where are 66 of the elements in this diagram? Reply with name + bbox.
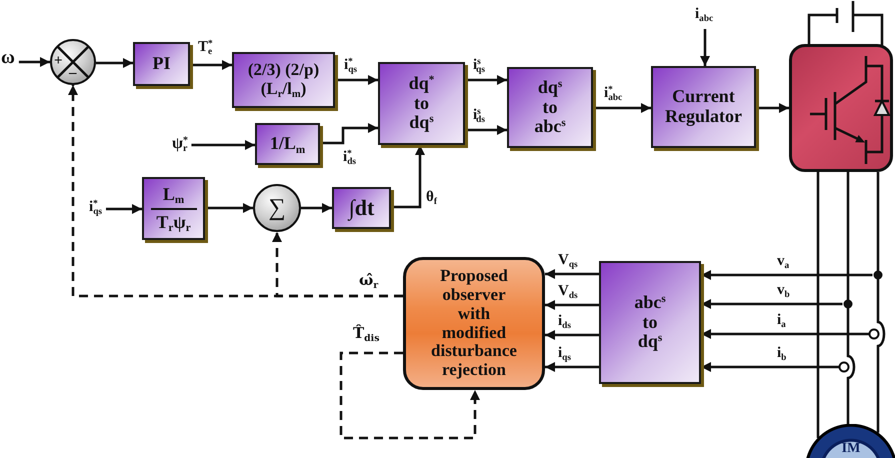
block-box <box>378 62 465 145</box>
signal-label: T̂$_{dis}$ <box>352 324 380 345</box>
signal-label: V$_{ds}$ <box>557 282 579 303</box>
arrow <box>756 103 789 113</box>
arrow <box>190 60 232 70</box>
block-label: ∫dt <box>348 196 374 220</box>
arrow <box>465 125 507 135</box>
arrow <box>701 270 872 280</box>
block-box <box>599 261 701 384</box>
block-label: (2/3) (2/p) (L$_{r}$/l$_{m}$) <box>246 61 320 99</box>
connection-line <box>846 172 856 424</box>
summing-circle <box>253 184 301 232</box>
inverter-block <box>789 44 893 172</box>
block-box <box>651 66 756 148</box>
arrow <box>545 269 599 279</box>
summing-junction <box>50 39 96 85</box>
arrow <box>700 29 710 66</box>
block-box <box>332 187 391 229</box>
signal-label: V$_{qs}$ <box>557 251 579 272</box>
arrow <box>545 330 599 340</box>
arrow <box>701 299 842 309</box>
arrow <box>18 57 50 67</box>
signal-label: ω <box>0 49 16 70</box>
dashed-arrow <box>340 352 480 440</box>
block-label: dq$^{*}$ to dq$^{s}$ <box>408 74 434 134</box>
arrow <box>545 362 599 372</box>
signal-label: i$_{ds}$ <box>557 312 572 333</box>
block-label: PI <box>152 54 170 74</box>
block-label: T$_{r}$ψ$_{r}$ <box>156 212 191 232</box>
arrow <box>335 75 378 85</box>
signal-label: i$_{a}$ <box>776 311 787 332</box>
block-label: dq$^{s}$ to abc$^{s}$ <box>534 78 566 138</box>
sum-symbol: ∑ <box>268 194 286 222</box>
block-label: 1/L$_{m}$ <box>270 134 306 154</box>
sign-label: – <box>69 66 76 81</box>
signal-label: θ$_{f}$ <box>425 188 438 209</box>
sign-label: + <box>54 54 63 69</box>
dashed-arrow <box>272 232 403 298</box>
block-box <box>142 177 205 240</box>
block-label: Proposed observer with modified disturbance rejection <box>431 267 517 380</box>
signal-label: i$_{qs}$ <box>557 344 572 365</box>
block-label: L$_{m}$ <box>162 184 184 204</box>
arrow <box>465 75 507 85</box>
block-box <box>255 123 320 165</box>
arrow <box>545 300 599 310</box>
signal-label: i$_{abc}$ <box>694 5 714 26</box>
arrow <box>301 203 332 213</box>
arrow <box>593 103 651 113</box>
arrow <box>701 362 839 372</box>
signal-label: i$_{b}$ <box>776 344 788 365</box>
arrow <box>96 58 133 68</box>
arrow <box>191 140 255 150</box>
arrow <box>106 204 142 214</box>
observer-block <box>403 257 545 390</box>
signal-label: v$_{b}$ <box>776 281 791 302</box>
block-box <box>232 52 335 108</box>
arrow <box>391 145 425 208</box>
arrow <box>320 123 378 144</box>
block-box <box>133 42 190 86</box>
block-box <box>507 67 593 148</box>
block-label: Current Regulator <box>665 87 742 127</box>
arrow <box>205 203 253 213</box>
motor-label: IM <box>842 442 860 456</box>
signal-label: v$_{a}$ <box>776 252 790 273</box>
block-label: abc$^{s}$ to dq$^{s}$ <box>634 292 666 352</box>
arrow <box>701 329 869 339</box>
